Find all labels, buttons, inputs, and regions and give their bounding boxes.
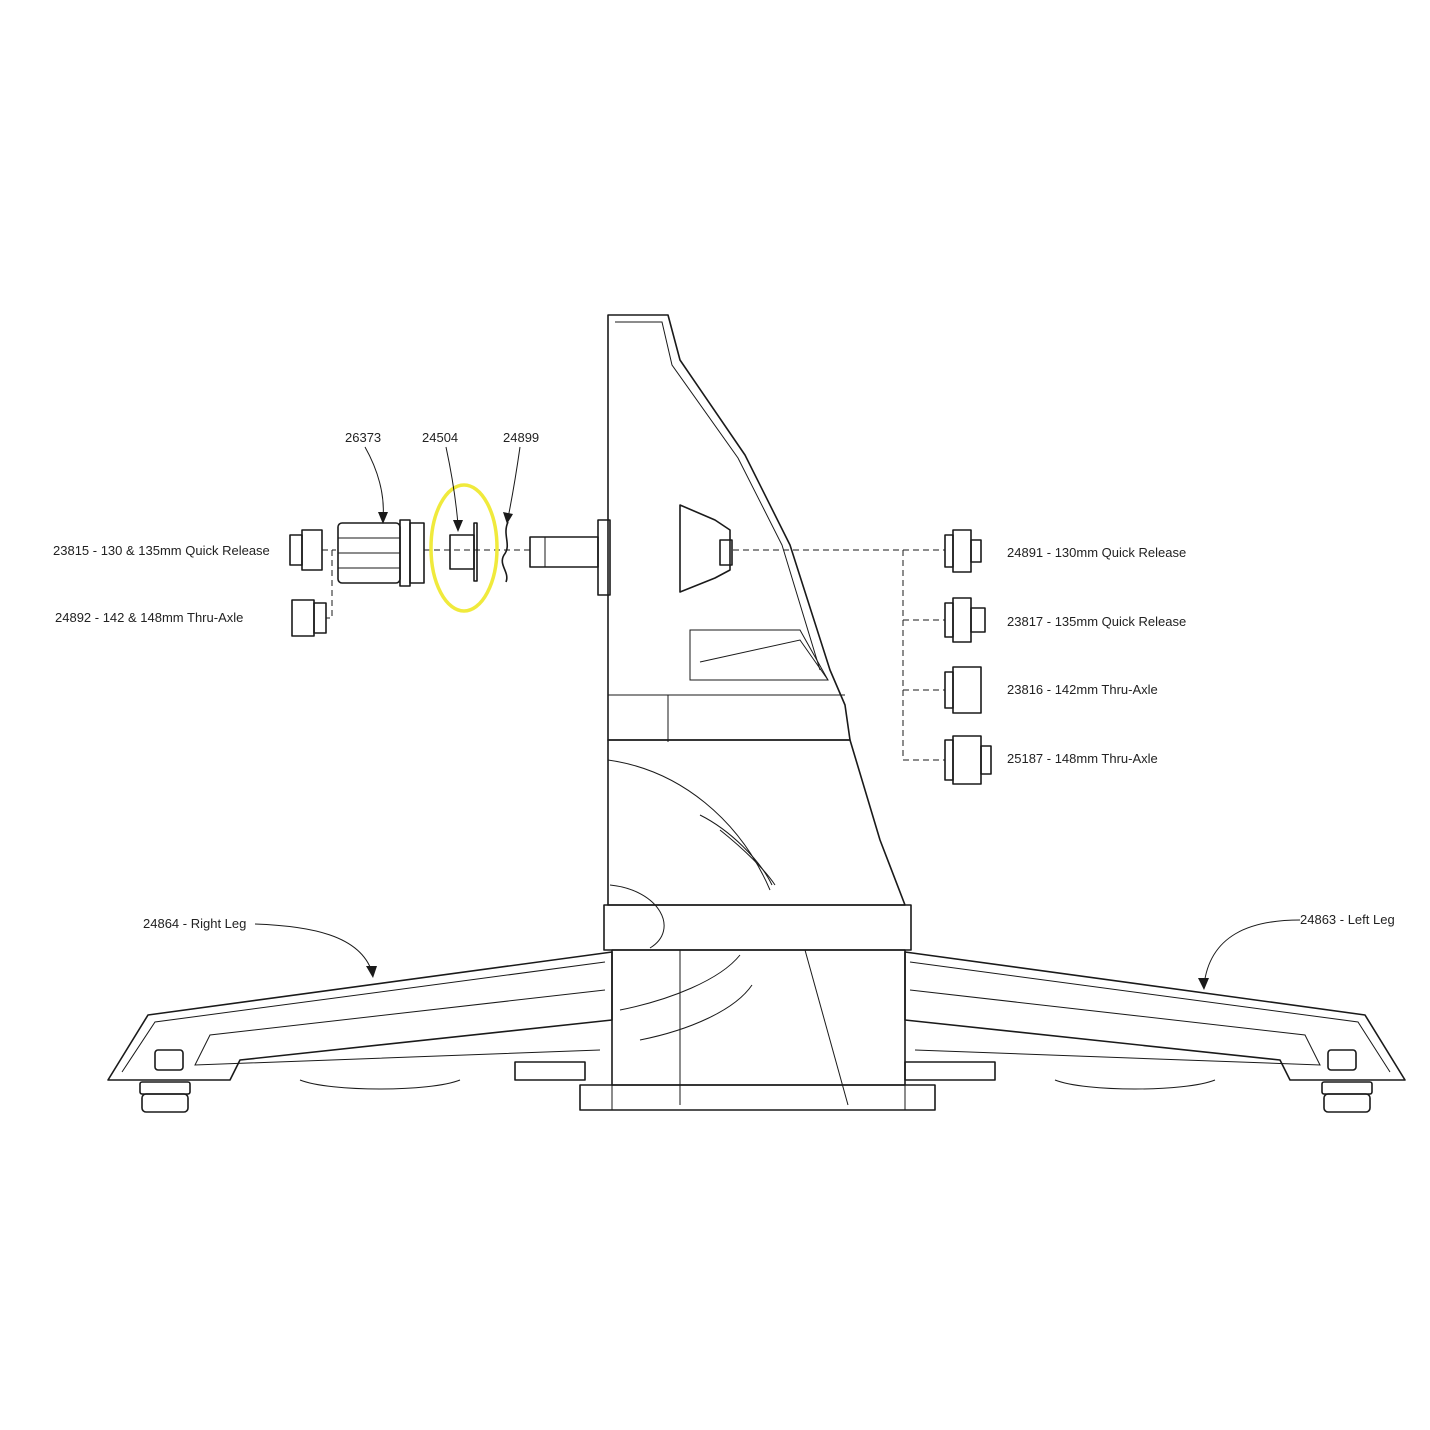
label-spacer: 24504: [422, 430, 458, 445]
end-cap-135qr-part: [944, 597, 986, 643]
label-end-cap-qr-left: 23815 - 130 & 135mm Quick Release: [53, 543, 270, 558]
label-end-cap-148ta: 25187 - 148mm Thru-Axle: [1007, 751, 1158, 766]
label-right-leg: 24864 - Right Leg: [143, 916, 246, 931]
right-end-cap-guide-lines: [733, 549, 945, 761]
spacer-part: [449, 522, 478, 582]
label-freehub-body: 26373: [345, 430, 381, 445]
end-cap-142ta-part: [944, 666, 982, 714]
right-leg: [107, 951, 613, 1113]
label-left-leg: 24863 - Left Leg: [1300, 912, 1395, 927]
end-cap-qr-left-part: [289, 529, 323, 571]
label-end-cap-142ta: 23816 - 142mm Thru-Axle: [1007, 682, 1158, 697]
label-end-cap-thru-left: 24892 - 142 & 148mm Thru-Axle: [55, 610, 243, 625]
trainer-body: [529, 314, 936, 1111]
left-leg: [904, 951, 1406, 1113]
label-washer: 24899: [503, 430, 539, 445]
end-cap-148ta-part: [944, 735, 992, 785]
label-end-cap-130qr: 24891 - 130mm Quick Release: [1007, 545, 1186, 560]
left-end-cap-guide-lines: [322, 549, 336, 619]
end-cap-130qr-part: [944, 529, 982, 573]
washer-part: [501, 521, 509, 583]
leader-lines: [254, 446, 1301, 990]
freehub-body-part: [337, 519, 425, 587]
label-end-cap-135qr: 23817 - 135mm Quick Release: [1007, 614, 1186, 629]
highlight-circle: [429, 483, 499, 613]
end-cap-thru-left-part: [291, 599, 327, 637]
